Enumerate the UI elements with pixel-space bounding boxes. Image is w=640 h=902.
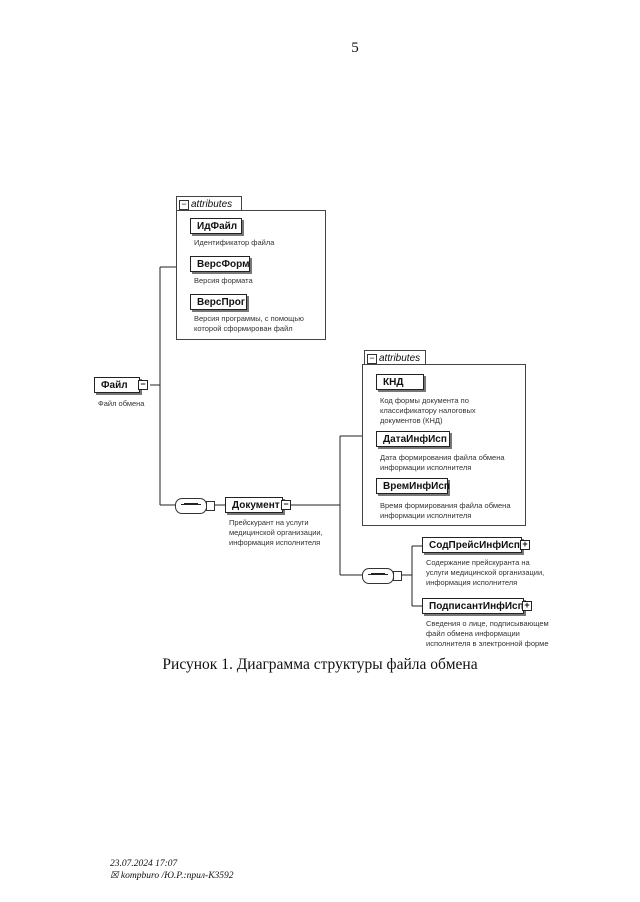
attribute-label: КНД xyxy=(383,377,404,388)
element-label: ПодписантИнфИсп xyxy=(429,601,524,612)
desc-line: документов (КНД) xyxy=(380,416,443,425)
attribute-desc: Код формы документа по классификатору на… xyxy=(380,396,476,426)
attribute-desc: Версия программы, с помощью которой сфор… xyxy=(194,314,304,334)
element-price-content[interactable]: СодПрейсИнфИсп xyxy=(422,537,522,553)
page-number: 5 xyxy=(351,40,359,56)
desc-line: файл обмена информации xyxy=(426,629,520,638)
element-label: СодПрейсИнфИсп xyxy=(429,540,520,551)
attributes-tab-2[interactable]: − attributes xyxy=(364,350,426,365)
attributes-tab-1[interactable]: − attributes xyxy=(176,196,242,211)
desc-line: Сведения о лице, подписывающем xyxy=(426,619,549,628)
attribute-program-version[interactable]: ВерсПрог xyxy=(190,294,247,310)
expand-icon[interactable]: + xyxy=(522,601,532,611)
desc-line: Код формы документа по xyxy=(380,396,469,405)
element-desc: Содержание прейскуранта на услуги медици… xyxy=(426,558,544,588)
attribute-label: ИдФайл xyxy=(197,221,238,232)
attribute-label: ВремИнфИсп xyxy=(383,481,450,492)
desc-line: услуги медицинской организации, xyxy=(426,568,545,577)
desc-line: исполнителя в электронной форме xyxy=(426,639,549,648)
desc-line: классификатору налоговых xyxy=(380,406,476,415)
attribute-label: ВерсПрог xyxy=(197,297,246,308)
desc-line: Время формирования файла обмена xyxy=(380,501,511,510)
stamp-user: ☒ kompburo /Ю.Р.:прил-К3592 xyxy=(110,871,234,881)
attribute-knd[interactable]: КНД xyxy=(376,374,424,390)
root-element-file[interactable]: Файл xyxy=(94,377,140,393)
attribute-time-info[interactable]: ВремИнфИсп xyxy=(376,478,450,494)
desc-line: Прейскурант на услуги xyxy=(229,518,309,527)
collapse-icon[interactable]: − xyxy=(138,380,148,390)
element-desc: Сведения о лице, подписывающем файл обме… xyxy=(426,619,549,649)
collapse-icon[interactable]: − xyxy=(367,354,377,364)
attribute-label: ДатаИнфИсп xyxy=(383,434,447,445)
desc-line: информации исполнителя xyxy=(380,511,472,520)
desc-line: информации исполнителя xyxy=(380,463,472,472)
desc-line: которой сформирован файл xyxy=(194,324,293,333)
element-document[interactable]: Документ xyxy=(225,497,283,513)
figure-caption: Рисунок 1. Диаграмма структуры файла обм… xyxy=(162,656,478,673)
desc-line: информация исполнителя xyxy=(229,538,321,547)
attribute-format-version[interactable]: ВерсФорм xyxy=(190,256,250,272)
sequence-icon xyxy=(175,498,215,514)
attribute-label: ВерсФорм xyxy=(197,259,250,270)
element-signer[interactable]: ПодписантИнфИсп xyxy=(422,598,524,614)
desc-line: медицинской организации, xyxy=(229,528,323,537)
desc-line: информация исполнителя xyxy=(426,578,518,587)
sequence-icon xyxy=(362,568,402,584)
collapse-icon[interactable]: − xyxy=(281,500,291,510)
stamp-datetime: 23.07.2024 17:07 xyxy=(110,859,178,869)
expand-icon[interactable]: + xyxy=(520,540,530,550)
attribute-id-file[interactable]: ИдФайл xyxy=(190,218,242,234)
attribute-desc: Версия формата xyxy=(194,276,253,285)
root-element-label: Файл xyxy=(101,380,128,391)
element-label: Документ xyxy=(232,500,280,511)
attribute-desc: Время формирования файла обмена информац… xyxy=(380,501,511,521)
attribute-desc: Идентификатор файла xyxy=(194,238,275,247)
attributes-tab-label: attributes xyxy=(191,199,233,210)
print-stamp: 23.07.2024 17:07 ☒ kompburo /Ю.Р.:прил-К… xyxy=(110,858,234,882)
desc-line: Версия программы, с помощью xyxy=(194,314,304,323)
desc-line: Содержание прейскуранта на xyxy=(426,558,530,567)
attributes-tab-label: attributes xyxy=(379,353,421,364)
desc-line: Дата формирования файла обмена xyxy=(380,453,505,462)
collapse-icon[interactable]: − xyxy=(179,200,189,210)
attribute-date-info[interactable]: ДатаИнфИсп xyxy=(376,431,450,447)
element-desc: Прейскурант на услуги медицинской органи… xyxy=(229,518,323,548)
attribute-desc: Дата формирования файла обмена информаци… xyxy=(380,453,505,473)
root-element-desc: Файл обмена xyxy=(98,399,145,408)
